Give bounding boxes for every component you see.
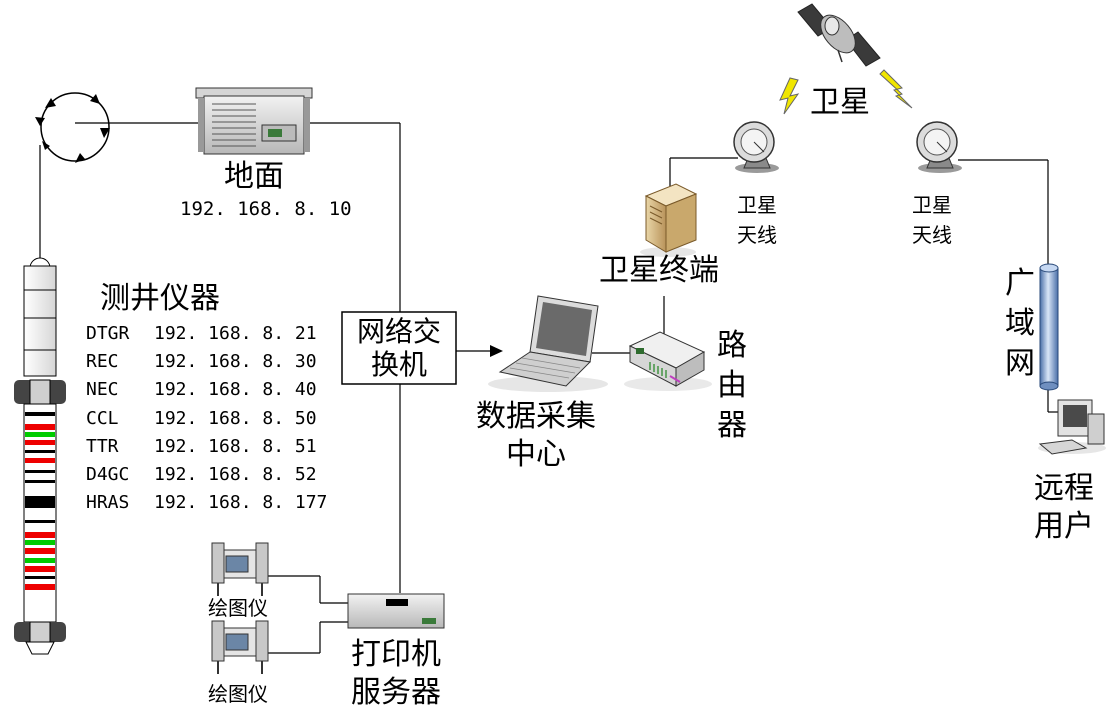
device-ip: 192. 168. 8. 30 — [154, 350, 317, 372]
wan-label-char: 域 — [1005, 306, 1035, 341]
data-center-label-line: 数据采集 — [476, 399, 596, 434]
ground-label: 地面 — [224, 159, 284, 194]
switch-label-line: 网络交 — [356, 315, 441, 348]
logging-tool-icon — [14, 257, 66, 655]
laptop-icon — [488, 295, 608, 392]
print-server-label-line: 服务器 — [351, 675, 441, 710]
router-label-char: 路 — [717, 328, 747, 363]
plotter-2-label: 绘图仪 — [208, 682, 268, 706]
satellite-dish-icon — [916, 121, 962, 173]
satellite-terminal-label: 卫星终端 — [599, 253, 719, 288]
sat-antenna-label-line: 天线 — [912, 223, 952, 247]
cable-loop-icon — [35, 92, 110, 163]
device-ip: 192. 168. 8. 52 — [154, 464, 317, 486]
remote-user-label-line: 远程 — [1034, 471, 1094, 506]
device-ip: 192. 168. 8. 21 — [154, 322, 317, 344]
plotter-icon — [211, 620, 269, 674]
router-label: 路 由 器 — [715, 326, 749, 446]
sat-antenna-left-label: 卫星 天线 — [737, 190, 777, 250]
plotter-icon — [211, 542, 269, 596]
device-ip: 192. 168. 8. 177 — [154, 492, 328, 514]
satellite-icon — [797, 3, 881, 67]
table-row: REC 192. 168. 8. 30 — [86, 347, 327, 375]
plotter-1-label: 绘图仪 — [208, 596, 268, 620]
table-row: HRAS 192. 168. 8. 177 — [86, 489, 327, 517]
device-ip: 192. 168. 8. 51 — [154, 435, 317, 457]
device-ip-table: DTGR 192. 168. 8. 21 REC 192. 168. 8. 30… — [86, 319, 327, 517]
device-ip: 192. 168. 8. 40 — [154, 379, 317, 401]
remote-user-label: 远程 用户 — [1034, 470, 1094, 546]
lightning-icon — [779, 77, 800, 115]
print-server-label-line: 打印机 — [351, 637, 441, 672]
satellite-dish-icon — [733, 121, 779, 173]
router-label-char: 由 — [717, 368, 747, 403]
switch-label-line: 换机 — [370, 348, 427, 381]
table-row: TTR 192. 168. 8. 51 — [86, 432, 327, 460]
sat-antenna-right-label: 卫星 天线 — [912, 190, 952, 250]
switch-label: 网络交 换机 — [342, 315, 456, 381]
remote-user-label-line: 用户 — [1034, 509, 1094, 544]
device-name: NEC — [86, 379, 119, 401]
device-name: DTGR — [86, 322, 130, 344]
device-name: REC — [86, 350, 119, 372]
table-row: DTGR 192. 168. 8. 21 — [86, 319, 327, 347]
instrument-label: 测井仪器 — [100, 281, 220, 316]
device-ip: 192. 168. 8. 50 — [154, 407, 317, 429]
ground-ip-label: 192. 168. 8. 10 — [180, 198, 352, 220]
table-row: CCL 192. 168. 8. 50 — [86, 404, 327, 432]
print-server-label: 打印机 服务器 — [351, 636, 441, 712]
switch-box — [341, 311, 457, 385]
desktop-computer-icon — [1038, 399, 1106, 455]
device-name: D4GC — [86, 464, 130, 486]
device-name: TTR — [86, 435, 119, 457]
print-server-icon — [347, 593, 445, 629]
device-name: HRAS — [86, 492, 130, 514]
wan-pipe-icon — [1039, 263, 1059, 391]
router-label-char: 器 — [717, 408, 747, 443]
wan-label-char: 网 — [1005, 346, 1035, 381]
sat-antenna-label-line: 天线 — [737, 223, 777, 247]
sat-antenna-label-line: 卫星 — [912, 193, 952, 217]
ground-unit-icon — [195, 87, 313, 155]
lightning-icon — [879, 69, 913, 109]
device-name: CCL — [86, 407, 119, 429]
server-tower-icon — [640, 183, 698, 257]
table-row: D4GC 192. 168. 8. 52 — [86, 460, 327, 488]
sat-antenna-label-line: 卫星 — [737, 193, 777, 217]
wan-label: 广 域 网 — [1003, 264, 1037, 384]
data-center-label: 数据采集 中心 — [466, 398, 606, 474]
router-icon — [624, 331, 712, 391]
table-row: NEC 192. 168. 8. 40 — [86, 376, 327, 404]
wan-label-char: 广 — [1005, 266, 1035, 301]
arrow-head — [490, 345, 503, 357]
data-center-label-line: 中心 — [506, 437, 566, 472]
satellite-label: 卫星 — [810, 85, 870, 120]
